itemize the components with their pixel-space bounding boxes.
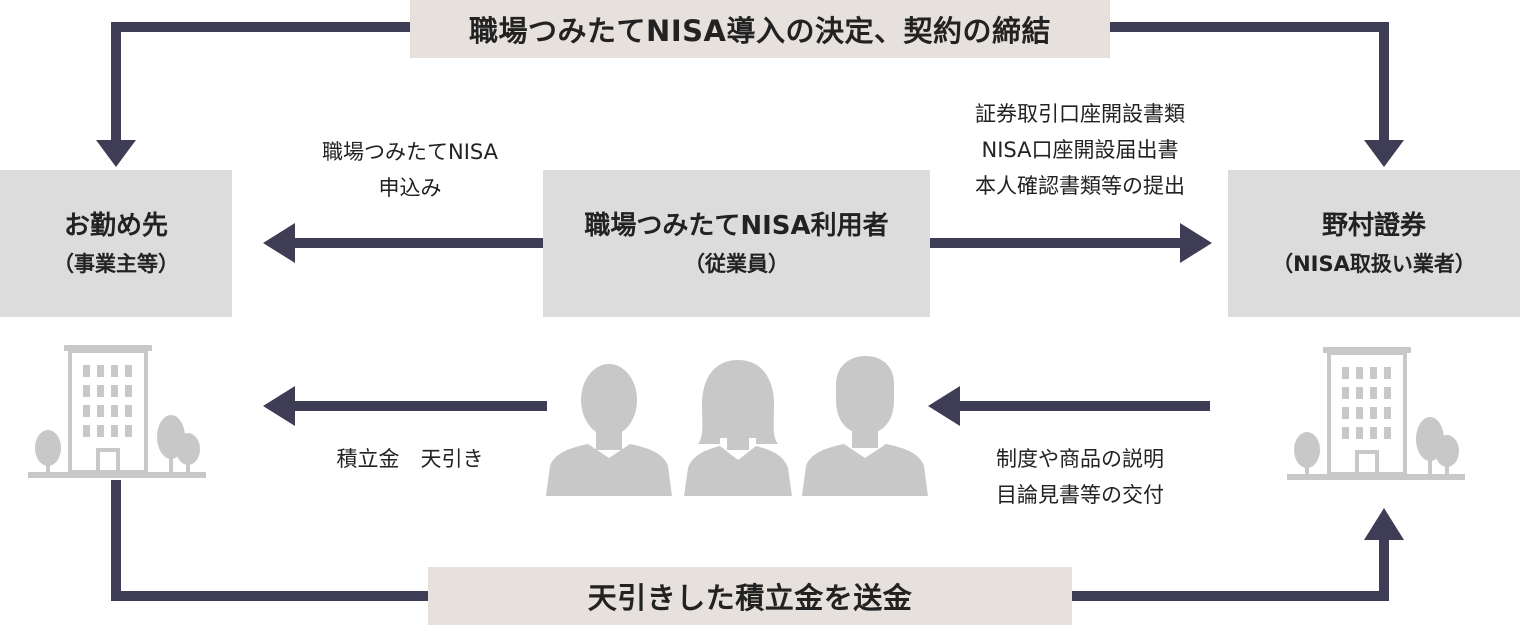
employer-title: お勤め先 xyxy=(63,210,168,241)
employee-title: 職場つみたてNISA利用者 xyxy=(584,210,889,241)
application-label-line-1: 職場つみたてNISA xyxy=(322,140,498,164)
employer-box: お勤め先 （事業主等） xyxy=(0,170,232,317)
documents-label-line-1: 証券取引口座開設書類 xyxy=(975,102,1185,126)
arrowhead-down-broker xyxy=(1364,140,1404,167)
broker-subtitle: （NISA取扱い業者） xyxy=(1272,251,1476,276)
top-loop-right-connector xyxy=(1110,22,1389,140)
man-silhouette-icon xyxy=(546,364,672,496)
employee-subtitle: （従業員） xyxy=(684,251,789,276)
documents-label-line-2: NISA口座開設届出書 xyxy=(981,138,1179,162)
explanation-label-line-2: 目論見書等の交付 xyxy=(996,483,1164,507)
documents-label-line-3: 本人確認書類等の提出 xyxy=(975,174,1185,198)
arrowhead-left-deduction xyxy=(263,386,295,426)
office-building-with-trees-icon xyxy=(28,345,206,478)
top-banner: 職場つみたてNISA導入の決定、契約の締結 xyxy=(410,0,1110,58)
woman-silhouette-icon xyxy=(684,360,792,496)
bottom-loop-left-connector xyxy=(111,480,428,601)
bottom-loop-right-connector xyxy=(1072,540,1389,601)
arrowhead-down-employer xyxy=(96,140,136,167)
documents-label: 証券取引口座開設書類 NISA口座開設届出書 本人確認書類等の提出 xyxy=(940,96,1220,204)
office-building-with-trees-icon xyxy=(1287,347,1465,480)
man-silhouette-icon xyxy=(802,356,928,496)
explanation-label-line-1: 制度や商品の説明 xyxy=(996,447,1164,471)
broker-box: 野村證券 （NISA取扱い業者） xyxy=(1228,170,1520,317)
arrowhead-left-application xyxy=(263,223,295,263)
top-loop-left-connector xyxy=(111,22,410,140)
deduction-label: 積立金 天引き xyxy=(336,447,484,471)
employer-subtitle: （事業主等） xyxy=(53,251,179,276)
arrowhead-up-broker xyxy=(1364,508,1404,540)
arrowhead-left-explanation xyxy=(928,386,960,426)
employee-box: 職場つみたてNISA利用者 （従業員） xyxy=(543,170,930,317)
arrowhead-right-documents xyxy=(1180,223,1212,263)
bottom-banner: 天引きした積立金を送金 xyxy=(428,567,1072,625)
broker-title: 野村證券 xyxy=(1321,210,1426,241)
application-label-line-2: 申込み xyxy=(378,176,442,200)
explanation-label: 制度や商品の説明 目論見書等の交付 xyxy=(960,441,1200,513)
application-label: 職場つみたてNISA 申込み xyxy=(290,134,530,206)
